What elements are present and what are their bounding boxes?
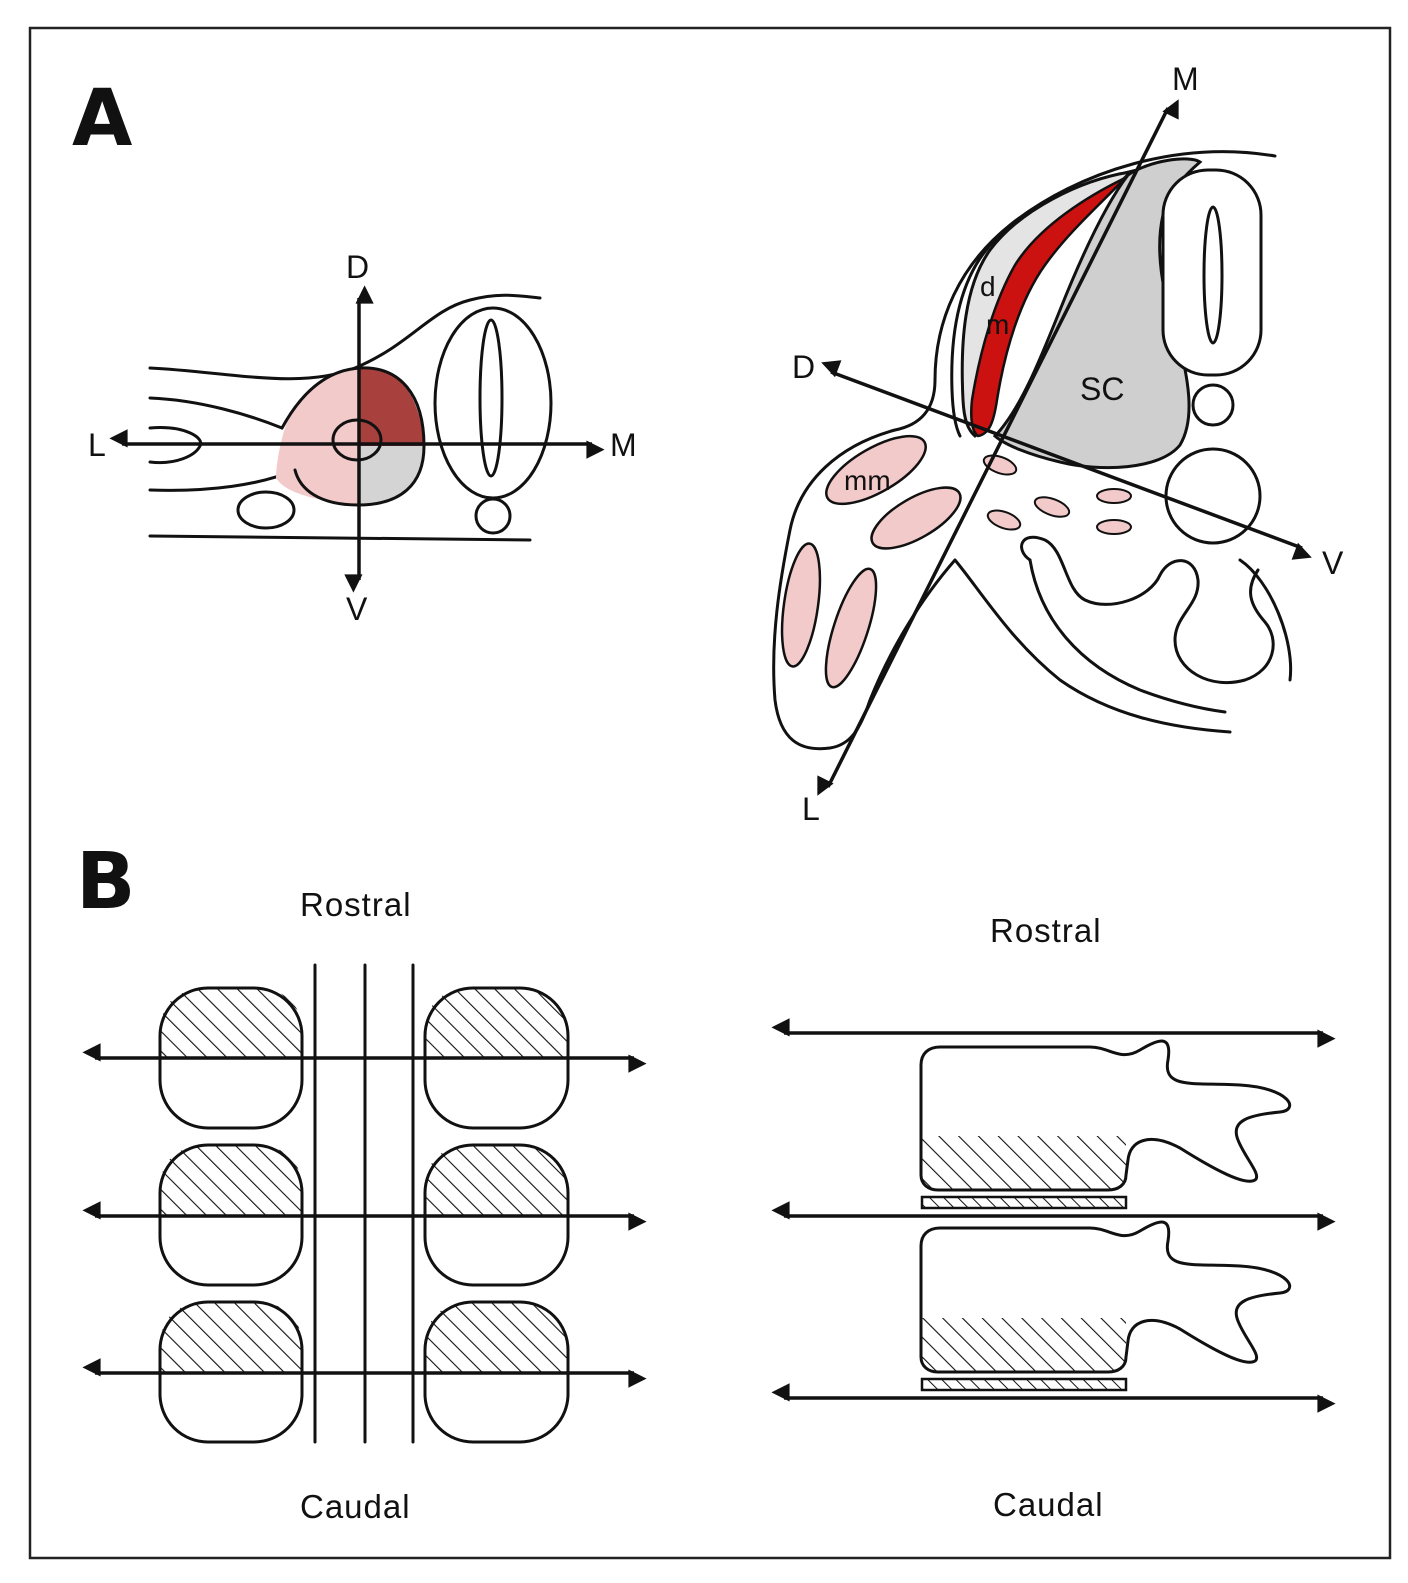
myotome-lateral-pink: [276, 368, 358, 505]
segment-2-outline: [919, 1220, 1292, 1374]
panel-a-label: A: [72, 74, 132, 164]
right-outer-right: [1238, 558, 1293, 682]
figure-frame: [28, 26, 1392, 1560]
right-axis-l-label: L: [802, 791, 820, 827]
segment-2: [919, 1220, 1292, 1392]
panel-b-left: Rostral Caudal: [82, 886, 647, 1525]
label-m: m: [986, 309, 1009, 340]
left-axis-m-label: M: [610, 427, 637, 463]
aorta-ellipse: [236, 490, 296, 530]
left-lower-outline: [148, 534, 532, 542]
myotome-dorsomedial: [358, 367, 424, 446]
right-axis-d-label: D: [792, 349, 815, 385]
small-pink-4: [1096, 488, 1132, 504]
small-pink-5: [1096, 519, 1132, 535]
somite-hatch-r2: [425, 1145, 568, 1216]
panel-b-label: B: [76, 837, 135, 927]
panel-a-left-section: D V L M: [88, 249, 637, 627]
somite-hatch-l1: [160, 988, 302, 1058]
right-caudal-label: Caudal: [993, 1486, 1104, 1523]
left-axis-v-label: V: [346, 591, 368, 627]
somite-hatch-l3: [160, 1302, 302, 1373]
small-pink-1: [982, 454, 1018, 476]
label-mm: mm: [844, 465, 891, 496]
segment-2-bar: [920, 1377, 1128, 1392]
right-small-circle: [1191, 383, 1235, 427]
segment-1-bar: [920, 1195, 1128, 1210]
left-axis-l-label: L: [88, 427, 106, 463]
small-pink-2: [1033, 496, 1071, 518]
left-rostral-label: Rostral: [300, 886, 412, 923]
somite-hatch-r1: [425, 988, 568, 1058]
panel-b-right: Rostral Caudal: [771, 912, 1336, 1523]
somite-hatch-r3: [425, 1302, 568, 1373]
segment-2-hatch: [921, 1318, 1126, 1372]
somite-row-3: [158, 1300, 570, 1444]
left-inner-curve-2: [148, 468, 297, 492]
right-axis-dv: [821, 360, 1312, 560]
right-gut-outline: [1020, 535, 1275, 685]
segment-1-outline: [919, 1039, 1292, 1192]
right-axis-v-label: V: [1322, 545, 1344, 581]
notochord-circle: [474, 497, 512, 535]
left-inner-curve: [148, 396, 284, 430]
segment-1: [919, 1039, 1292, 1210]
small-pink-3: [986, 509, 1022, 531]
left-caudal-label: Caudal: [300, 1488, 411, 1525]
left-axis-d-label: D: [346, 249, 369, 285]
label-d: d: [980, 271, 996, 302]
right-neural-canal: [1202, 205, 1224, 345]
panel-a-right-section: M D V L d m SC mm: [772, 61, 1344, 827]
right-lower-shell: [1028, 558, 1227, 714]
mm-ellipse-4: [824, 567, 878, 689]
left-upper-outline: [148, 293, 542, 381]
right-rostral-label: Rostral: [990, 912, 1102, 949]
segment-1-hatch: [921, 1136, 1126, 1190]
somite-hatch-l2: [160, 1145, 302, 1216]
label-sc: SC: [1080, 371, 1124, 407]
myotome-ventromedial: [358, 446, 424, 505]
right-axis-m-label: M: [1172, 61, 1199, 97]
neural-canal: [478, 318, 504, 478]
